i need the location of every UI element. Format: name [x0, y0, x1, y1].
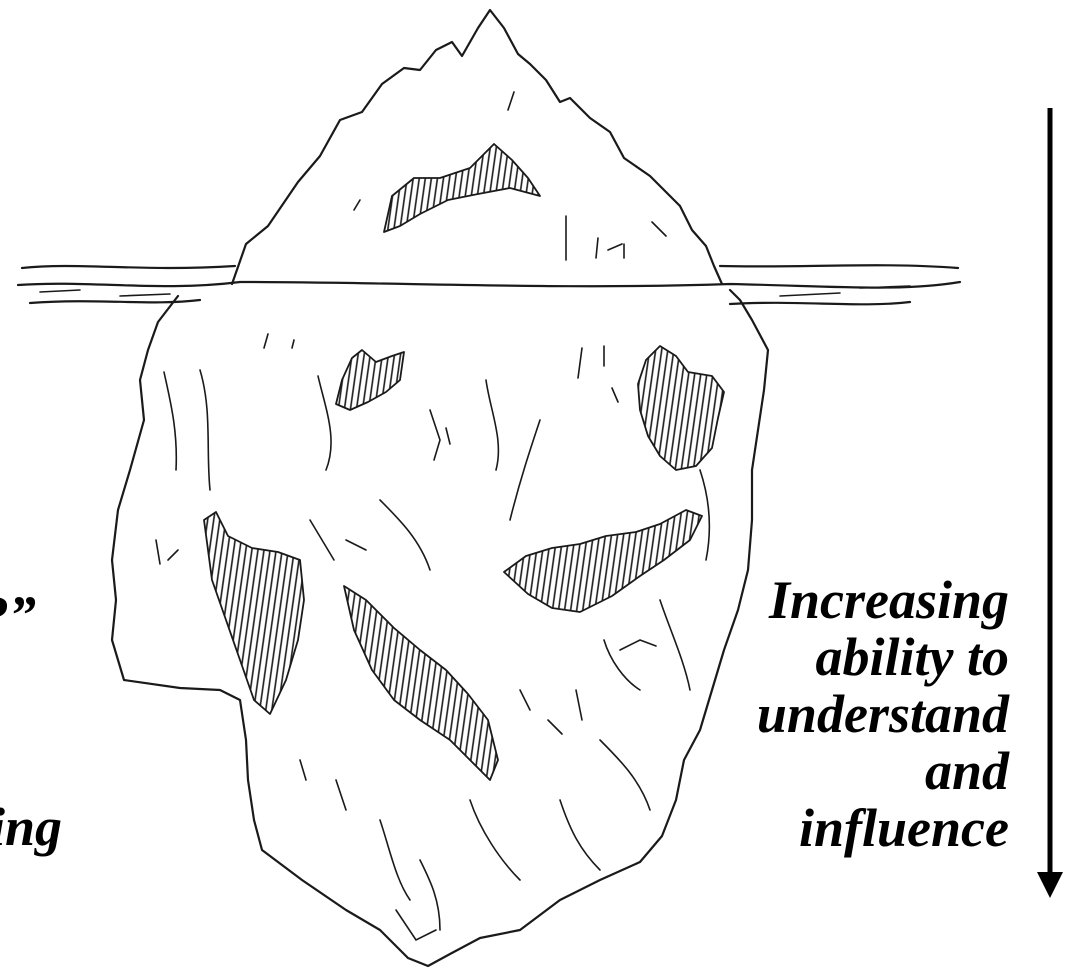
depth-label-line: influence — [649, 800, 1009, 857]
waterline — [18, 265, 960, 304]
peak-shadow — [384, 144, 540, 232]
cut-off-quote-text: ?” — [0, 588, 36, 642]
shadow-patch-center — [344, 586, 498, 780]
iceberg-peak — [232, 10, 722, 284]
depth-arrow-label: Increasing ability to understand and inf… — [649, 572, 1009, 857]
depth-label-line: Increasing — [649, 572, 1009, 629]
shadow-patch-left — [204, 512, 304, 714]
depth-arrow — [1037, 108, 1063, 898]
shadow-patch-upper-right — [638, 346, 724, 470]
cut-off-word-text: ing — [0, 800, 62, 854]
depth-label-line: and — [649, 743, 1009, 800]
depth-label-line: ability to — [649, 629, 1009, 686]
shadow-patch-upper-left — [336, 350, 404, 410]
depth-label-line: understand — [649, 686, 1009, 743]
